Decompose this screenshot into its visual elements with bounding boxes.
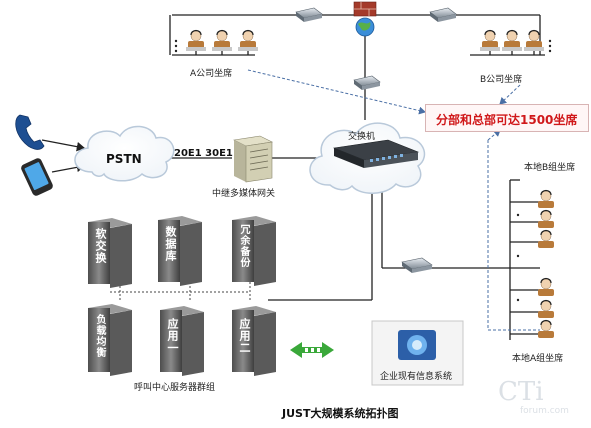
diagram-title: JUST大规模系统拓扑图 [282,407,399,420]
router-icon [295,7,323,22]
agent-icon [480,29,500,51]
bidirectional-arrow-icon [290,342,334,358]
group-b-label: 本地B组坐席 [524,163,576,173]
agent-icon [538,299,554,318]
enterprise-label: 企业现有信息系统 [380,372,453,382]
globe-icon [355,17,375,37]
router-icon [429,7,457,22]
server-icon [158,216,202,286]
server-label: 负载均衡 [94,314,105,358]
site-b-label: B公司坐席 [480,75,523,85]
server-icon [232,306,276,376]
server-icon [88,218,132,288]
capacity-callout: 分部和总部可达1500坐席 [425,104,589,132]
server-group-label: 呼叫中心服务器群组 [134,383,216,393]
server-group [88,216,276,376]
server-icon [88,304,132,376]
group-a-label: 本地A组坐席 [512,354,564,364]
agent-icon [502,29,522,51]
agent-icon [212,29,232,51]
agent-group-b-company [480,29,544,51]
capacity-label: 分部和总部可达1500坐席 [436,113,578,127]
router-icon [353,75,381,90]
capacity-links [247,69,540,331]
agent-icon [186,29,206,51]
agent-group-local-b [538,189,554,248]
agent-icon [538,277,554,296]
pstn-label: PSTN [106,152,142,166]
media-gateway-icon [233,135,273,183]
agent-icon [538,229,554,248]
mobile-phone-icon [21,158,53,196]
watermark-logo: CTi [498,377,544,407]
agent-group-local-a [538,277,554,338]
agent-group-a-company [186,29,258,51]
firewall-icon [353,1,377,17]
server-label: 应用一 [166,318,179,354]
gateway-label: 中继多媒体网关 [212,189,276,199]
server-icon [232,216,276,286]
watermark-domain: forum.com [520,406,569,416]
agent-icon [538,209,554,228]
enterprise-system-icon [371,320,464,386]
agent-icon [538,319,554,338]
bus-dots [174,39,552,302]
server-label: 软交换 [94,228,107,264]
switch-label: 交换机 [348,132,376,142]
agent-icon [524,29,544,51]
agent-icon [238,29,258,51]
server-icon [160,306,204,376]
e1-label: 20E1 30E1 [174,148,233,159]
telephone-icon [15,114,45,150]
network-switch-icon [332,139,420,168]
watermark: CTi forum.com [498,377,569,416]
server-label: 应用二 [238,318,251,354]
router-icon [401,257,433,273]
pstn-cloud [74,125,175,182]
site-a-label: A公司坐席 [190,69,233,79]
server-label: 冗余备份 [238,224,249,268]
server-label: 数据库 [164,226,177,262]
agent-icon [538,189,554,208]
